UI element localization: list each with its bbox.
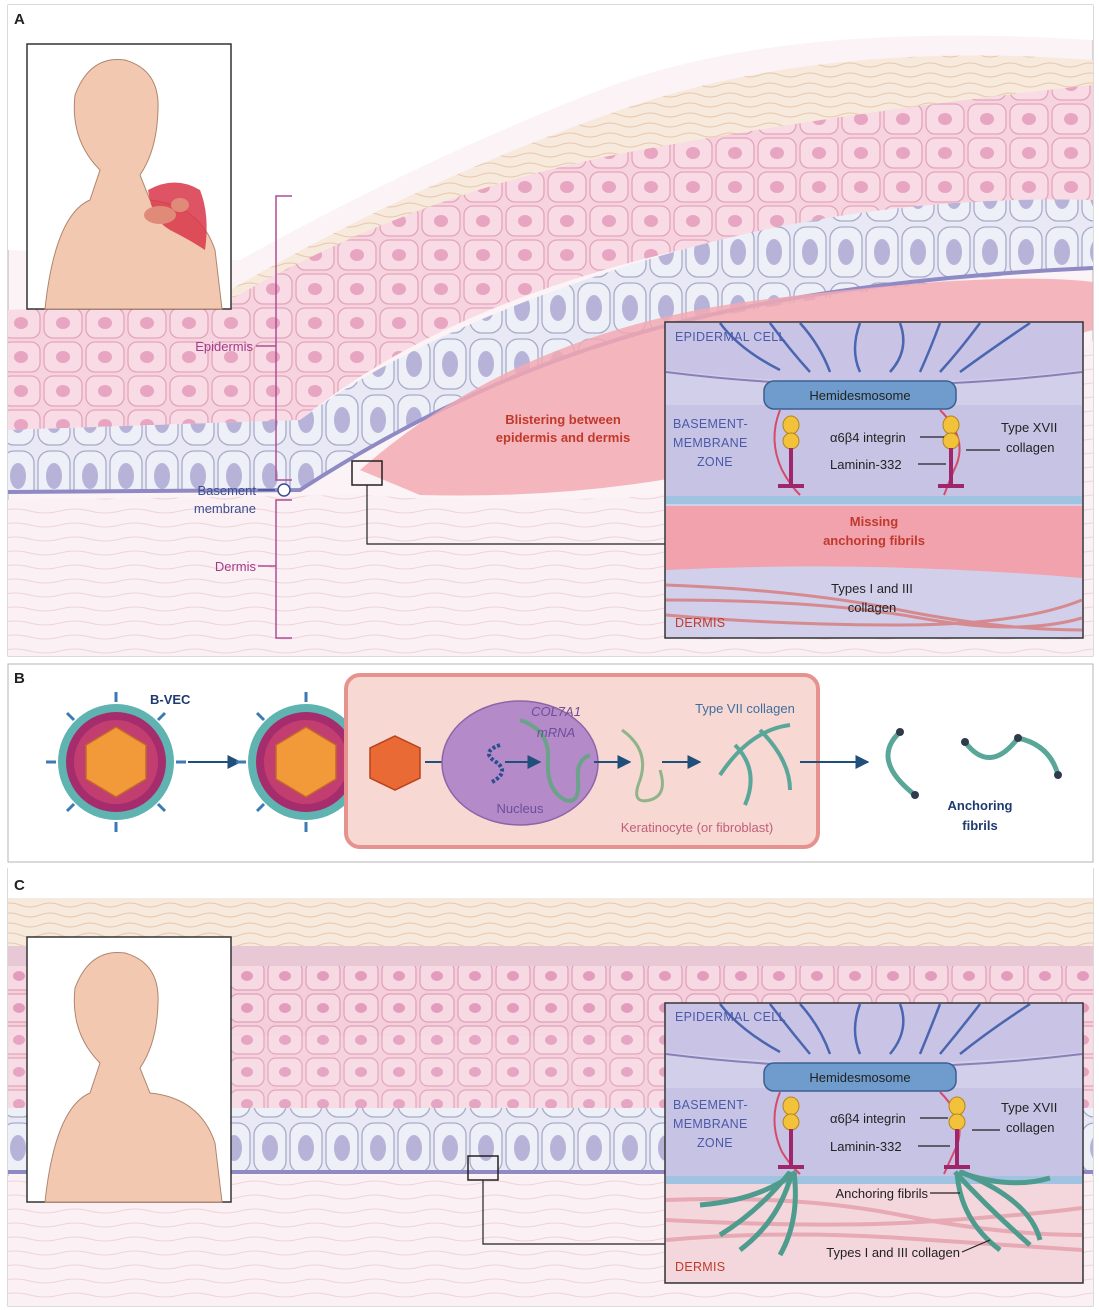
inset-a-bmz-2: MEMBRANE (673, 436, 748, 450)
label-type-vii: Type VII collagen (695, 701, 795, 716)
label-anchoring-1: Anchoring (948, 798, 1013, 813)
patient-portrait-c (27, 937, 231, 1202)
inset-c-type17-2: collagen (1006, 1120, 1054, 1135)
label-basement-2: membrane (194, 501, 256, 516)
panel-b: B B-VEC (8, 664, 1093, 862)
panel-a: Epidermis Basement membrane Dermis Blist… (8, 5, 1093, 656)
inset-a-type17-1: Type XVII (1001, 420, 1057, 435)
label-blister-1: Blistering between (505, 412, 621, 427)
label-bvec: B-VEC (150, 692, 191, 707)
inset-c-bmz-3: ZONE (697, 1136, 733, 1150)
hemidesmosome-label-a: Hemidesmosome (809, 388, 910, 403)
label-epidermis: Epidermis (195, 339, 253, 354)
patient-portrait-a (27, 44, 231, 309)
inset-c-types13: Types I and III collagen (826, 1245, 960, 1260)
inset-a-epidermal-cell: EPIDERMAL CELL (675, 330, 786, 344)
inset-c-type17-1: Type XVII (1001, 1100, 1057, 1115)
inset-a-integrin: α6β4 integrin (830, 430, 906, 445)
panel-a-letter: A (14, 11, 25, 28)
bvec-virus-1 (46, 692, 186, 832)
label-anchoring-2: fibrils (962, 818, 997, 833)
inset-a-bmz-3: ZONE (697, 455, 733, 469)
panel-c: C (8, 868, 1093, 1306)
inset-c-bmz-2: MEMBRANE (673, 1117, 748, 1131)
inset-c-epidermal-cell: EPIDERMAL CELL (675, 1010, 786, 1024)
inset-c-bmz-1: BASEMENT- (673, 1098, 748, 1112)
inset-c: Hemidesmosome (665, 1003, 1083, 1283)
panel-b-letter: B (14, 670, 25, 687)
inset-a-dermis: DERMIS (675, 616, 725, 630)
label-basement-1: Basement (197, 483, 256, 498)
inset-a-missing-2: anchoring fibrils (823, 533, 925, 548)
inset-a: Hemidesmosome EPIDERMAL CELL BASEMENT- (665, 322, 1083, 638)
inset-a-laminin: Laminin-332 (830, 457, 902, 472)
label-blister-2: epidermis and dermis (496, 430, 630, 445)
label-dermis: Dermis (215, 559, 257, 574)
hemidesmosome-label-c: Hemidesmosome (809, 1070, 910, 1085)
lamina-densa (666, 496, 1082, 504)
inset-a-missing-1: Missing (850, 514, 898, 529)
inset-a-type17-2: collagen (1006, 440, 1054, 455)
label-keratinocyte: Keratinocyte (or fibroblast) (621, 820, 773, 835)
inset-a-bmz-1: BASEMENT- (673, 417, 748, 431)
inset-c-dermis: DERMIS (675, 1260, 725, 1274)
capsid (370, 736, 420, 790)
inset-c-integrin: α6β4 integrin (830, 1111, 906, 1126)
label-col7a1: COL7A1 (531, 704, 581, 719)
label-mrna: mRNA (537, 725, 575, 740)
inset-a-types13-2: collagen (848, 600, 896, 615)
inset-a-types13-1: Types I and III (831, 581, 913, 596)
inset-c-laminin: Laminin-332 (830, 1139, 902, 1154)
inset-c-anchoring: Anchoring fibrils (836, 1186, 929, 1201)
label-nucleus: Nucleus (497, 801, 544, 816)
panel-c-letter: C (14, 877, 25, 894)
